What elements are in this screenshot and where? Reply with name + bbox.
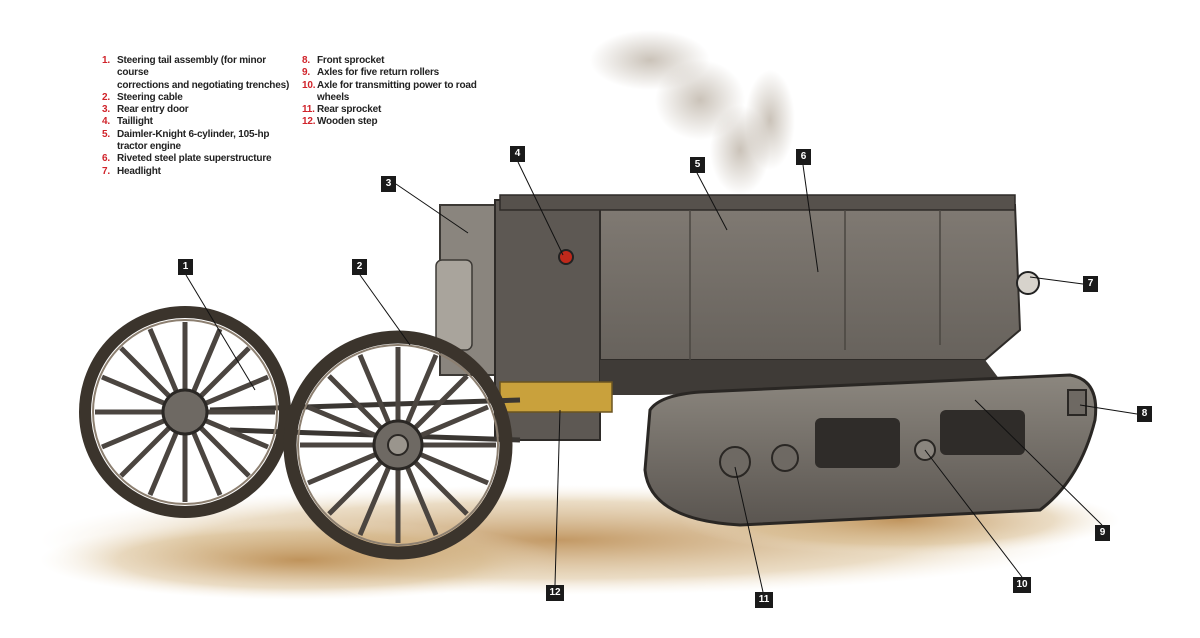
- legend-item-3: 3. Rear entry door: [102, 104, 292, 116]
- track-assembly: [643, 373, 1098, 527]
- legend-number: 5.: [102, 128, 110, 140]
- legend-item-11: 11.Rear sprocket: [302, 104, 502, 116]
- callout-badge-2: 2: [352, 259, 367, 275]
- legend-number: 10.: [302, 79, 316, 91]
- steering-wheel-front: [283, 330, 513, 560]
- riveted-superstructure: [499, 194, 1022, 395]
- legend-number: 8.: [302, 55, 310, 66]
- legend-number: 6.: [102, 153, 110, 165]
- legend-label: Front sprocket: [317, 55, 385, 66]
- callout-badge-5: 5: [690, 157, 705, 173]
- legend-label: Rear sprocket: [317, 104, 382, 116]
- steering-tail-frame: [209, 397, 521, 443]
- legend-number: 7.: [102, 165, 110, 177]
- legend-label: Rear entry door: [117, 104, 189, 116]
- legend-label: Taillight: [117, 116, 153, 128]
- callout-badge-4: 4: [510, 146, 525, 162]
- callout-badge-10: 10: [1013, 577, 1031, 593]
- legend-label: Steering tail assembly (for minor course…: [117, 55, 290, 91]
- callout-badge-3: 3: [381, 176, 396, 192]
- legend-number: 3.: [102, 104, 110, 116]
- legend-item-6: 6. Riveted steel plate superstructure: [102, 153, 292, 165]
- legend-item-7: 7. Headlight: [102, 166, 292, 178]
- legend-item-8: 8. Front sprocket: [302, 55, 502, 67]
- legend-label: Daimler-Knight 6-cylinder, 105-hp tracto…: [117, 128, 270, 153]
- legend-label: Steering cable: [117, 91, 183, 103]
- wooden-step: [499, 381, 613, 413]
- legend-item-2: 2. Steering cable: [102, 92, 292, 104]
- legend-item-5: 5. Daimler-Knight 6-cylinder, 105-hp trac…: [102, 129, 292, 154]
- legend-number: 11.: [302, 104, 315, 116]
- headlight: [1016, 271, 1040, 295]
- legend-number: 4.: [102, 116, 110, 128]
- legend-label: Wooden step: [317, 116, 378, 128]
- legend-item-12: 12.Wooden step: [302, 116, 502, 128]
- legend-column-1: 1. Steering tail assembly (for minor cour…: [102, 55, 292, 178]
- legend-number: 1.: [102, 55, 110, 66]
- legend-label: Headlight: [117, 165, 161, 177]
- callout-badge-8: 8: [1137, 406, 1152, 422]
- legend-label: Riveted steel plate superstructure: [117, 153, 272, 165]
- legend-label: Axles for five return rollers: [317, 67, 440, 79]
- callout-badge-11: 11: [755, 592, 773, 608]
- callout-badge-12: 12: [546, 585, 564, 601]
- legend-item-10: 10.Axle for transmitting power to road w…: [302, 80, 502, 105]
- legend-item-4: 4. Taillight: [102, 116, 292, 128]
- callout-badge-6: 6: [796, 149, 811, 165]
- callout-badge-9: 9: [1095, 525, 1110, 541]
- legend-item-1: 1. Steering tail assembly (for minor cour…: [102, 55, 292, 92]
- steering-wheel-rear: [79, 306, 291, 518]
- legend-number: 2.: [102, 91, 110, 103]
- legend-number: 12.: [302, 116, 316, 128]
- exhaust-smoke: [590, 30, 795, 195]
- callout-leader-lines: [185, 161, 1138, 593]
- legend-label: Axle for transmitting power to road whee…: [317, 79, 477, 103]
- callout-badge-1: 1: [178, 259, 193, 275]
- legend-column-2: 8. Front sprocket 9. Axles for five return…: [302, 55, 502, 129]
- legend-item-9: 9. Axles for five return rollers: [302, 67, 502, 79]
- callout-badge-7: 7: [1083, 276, 1098, 292]
- legend-number: 9.: [302, 67, 310, 79]
